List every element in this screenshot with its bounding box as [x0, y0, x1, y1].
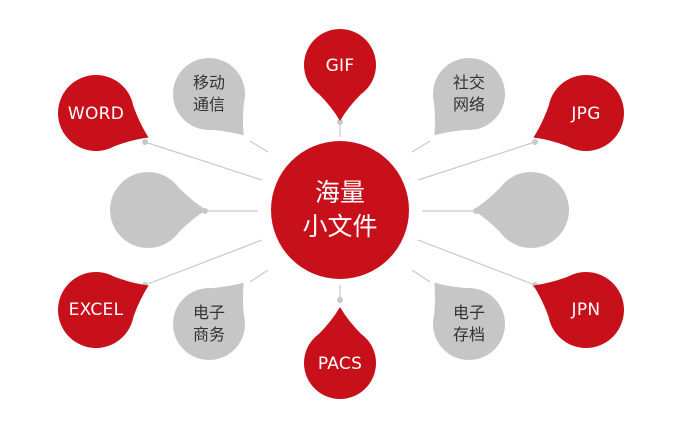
node-word-shape — [58, 74, 149, 151]
connector-e-archive — [411, 269, 431, 283]
connector-pacs-dot — [337, 297, 343, 303]
node-blank-left-shape — [110, 171, 206, 248]
node-shapes — [57, 28, 625, 399]
connector-gif-dot — [337, 119, 343, 125]
node-jpn-shape — [533, 272, 624, 348]
connector-ecommerce — [249, 269, 269, 283]
connector-jpg-dot — [532, 139, 538, 145]
node-pacs-shape — [304, 307, 376, 399]
node-ecommerce-shape — [173, 282, 246, 361]
node-e-archive-shape — [433, 282, 505, 361]
connector-word-dot — [142, 139, 148, 145]
node-excel-shape — [57, 271, 149, 349]
connector-mobile-comm — [249, 140, 269, 153]
connector-excel — [144, 239, 263, 286]
node-gif-shape — [304, 28, 377, 121]
node-jpg-shape — [533, 75, 625, 152]
node-social-net-shape — [433, 57, 505, 136]
center-circle — [271, 141, 409, 279]
connector-word — [144, 141, 263, 181]
connector-jpg — [417, 141, 536, 181]
node-mobile-comm-shape — [173, 57, 245, 136]
node-blank-right-shape — [473, 171, 570, 248]
connector-jpn — [417, 239, 536, 286]
connector-social-net — [411, 140, 431, 153]
